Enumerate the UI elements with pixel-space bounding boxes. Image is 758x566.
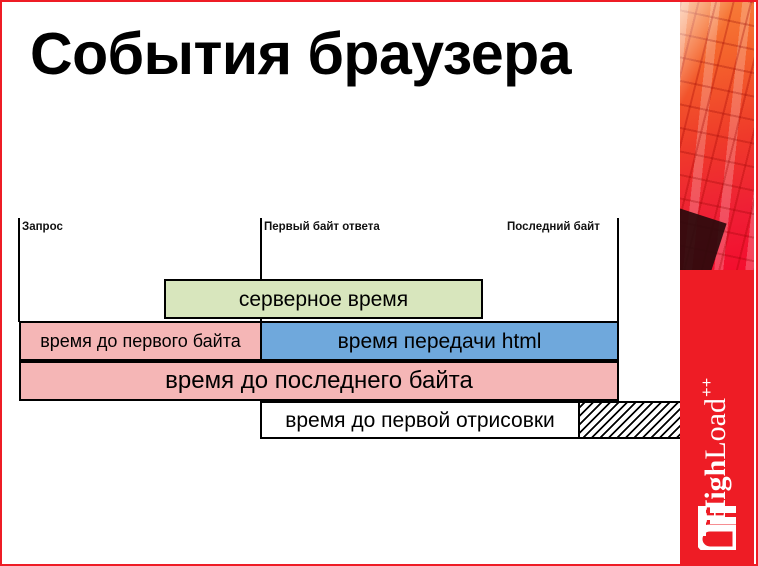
bar-time-to-last-byte: время до последнего байта — [19, 361, 619, 401]
marker-label-request: Запрос — [22, 221, 63, 233]
marker-label-last-byte: Последний байт — [507, 221, 600, 233]
bar-html-transfer-time: время передачи html — [260, 321, 619, 361]
bar-time-to-first-paint: время до первой отрисовки — [260, 401, 580, 439]
highload-logo-icon — [698, 506, 736, 550]
bar-server-time: серверное время — [164, 279, 483, 319]
marker-line-first-byte — [260, 218, 262, 322]
browser-events-timeline-diagram: Запрос Первый байт ответа Последний байт… — [2, 2, 692, 564]
page-title: События браузера — [30, 21, 572, 87]
bar-render-block — [578, 401, 689, 439]
marker-line-last-byte — [617, 218, 619, 400]
bar-time-to-first-byte: время до первого байта — [19, 321, 262, 361]
marker-line-request — [18, 218, 20, 322]
brand-plus-text: ++ — [696, 377, 716, 397]
decorative-architecture-image — [680, 2, 754, 270]
brand-load-text: Load — [699, 398, 732, 460]
marker-label-first-byte: Первый байт ответа — [264, 221, 380, 233]
